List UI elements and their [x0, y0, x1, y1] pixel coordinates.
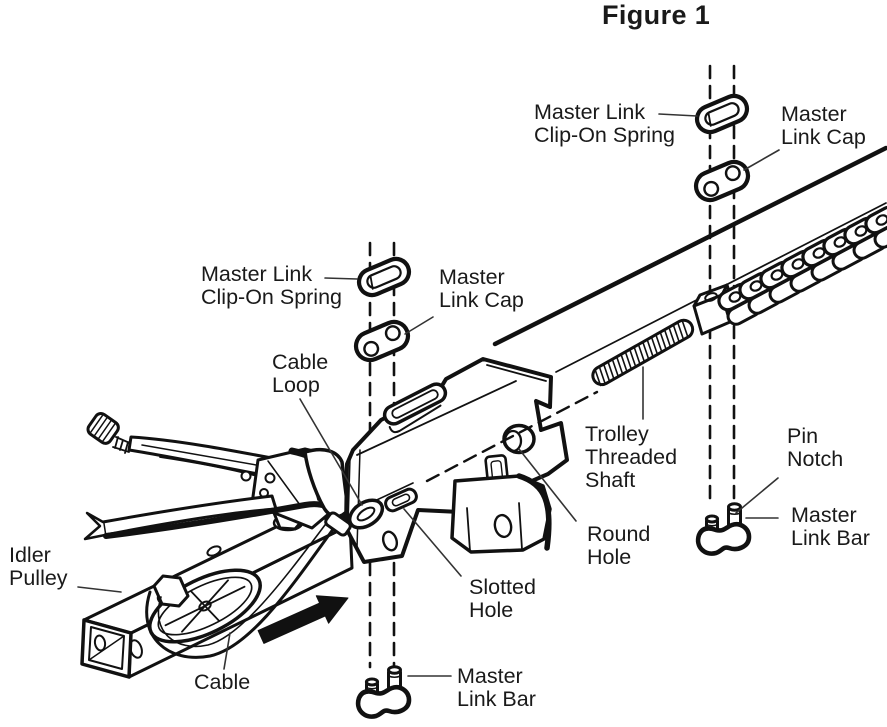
- master-link-bar-bottom-part: [358, 667, 409, 717]
- master-link-spring-top: [693, 92, 751, 136]
- leader-slotted-hole: [403, 508, 462, 577]
- trolley-body: [344, 357, 599, 564]
- label-master-link-cap-top: Master Link Cap: [781, 102, 866, 149]
- label-idler-pulley: Idler Pulley: [9, 543, 68, 590]
- label-pin-notch: Pin Notch: [787, 424, 844, 471]
- label-slotted-hole: Slotted Hole: [469, 575, 536, 622]
- leader-spring-mid: [324, 277, 358, 280]
- locking-pliers: [83, 411, 352, 541]
- cable-loop-part: [324, 498, 385, 537]
- label-master-link-bar-right: Master Link Bar: [791, 503, 870, 550]
- label-cable: Cable: [194, 670, 251, 694]
- trolley-top-slot: [382, 382, 448, 434]
- leader-spring-top: [658, 113, 698, 117]
- master-link-spring-mid: [355, 255, 413, 299]
- leader-idler-pulley: [77, 586, 122, 593]
- label-cable-loop: Cable Loop: [272, 350, 329, 397]
- leader-cable-loop: [299, 398, 363, 506]
- trolley-bracket: [450, 473, 552, 554]
- label-round-hole: Round Hole: [587, 522, 651, 569]
- label-master-link-clip-on-spring-top: Master Link Clip-On Spring: [534, 100, 675, 147]
- label-master-link-clip-on-spring-mid: Master Link Clip-On Spring: [201, 262, 342, 309]
- round-hole-part: [502, 423, 536, 455]
- label-master-link-bar-bottom: Master Link Bar: [457, 664, 536, 711]
- leader-cable: [223, 632, 231, 670]
- slotted-hole-part: [384, 487, 418, 513]
- idler-pulley-part: [148, 568, 262, 644]
- figure-title: Figure 1: [602, 0, 711, 30]
- cable-part: [145, 520, 336, 659]
- leader-round-hole: [518, 448, 577, 522]
- master-link-bar-right-part: [698, 504, 749, 554]
- direction-arrow: [257, 595, 349, 644]
- pulley-axle-bolt: [152, 574, 190, 608]
- trolley-threaded-shaft-part: [591, 283, 737, 387]
- leader-pin-notch: [735, 477, 779, 514]
- dashed-guide-lines: [368, 64, 736, 669]
- shaft-centerline: [425, 390, 599, 483]
- leader-cap-mid: [404, 316, 434, 335]
- leader-cap-top: [743, 149, 780, 171]
- label-master-link-cap-mid: Master Link Cap: [439, 265, 524, 312]
- leader-lines: [77, 113, 780, 677]
- master-link-cap-mid: [352, 318, 413, 365]
- master-link-cap-top: [692, 158, 753, 205]
- label-trolley-threaded-shaft: Trolley Threaded Shaft: [585, 422, 678, 492]
